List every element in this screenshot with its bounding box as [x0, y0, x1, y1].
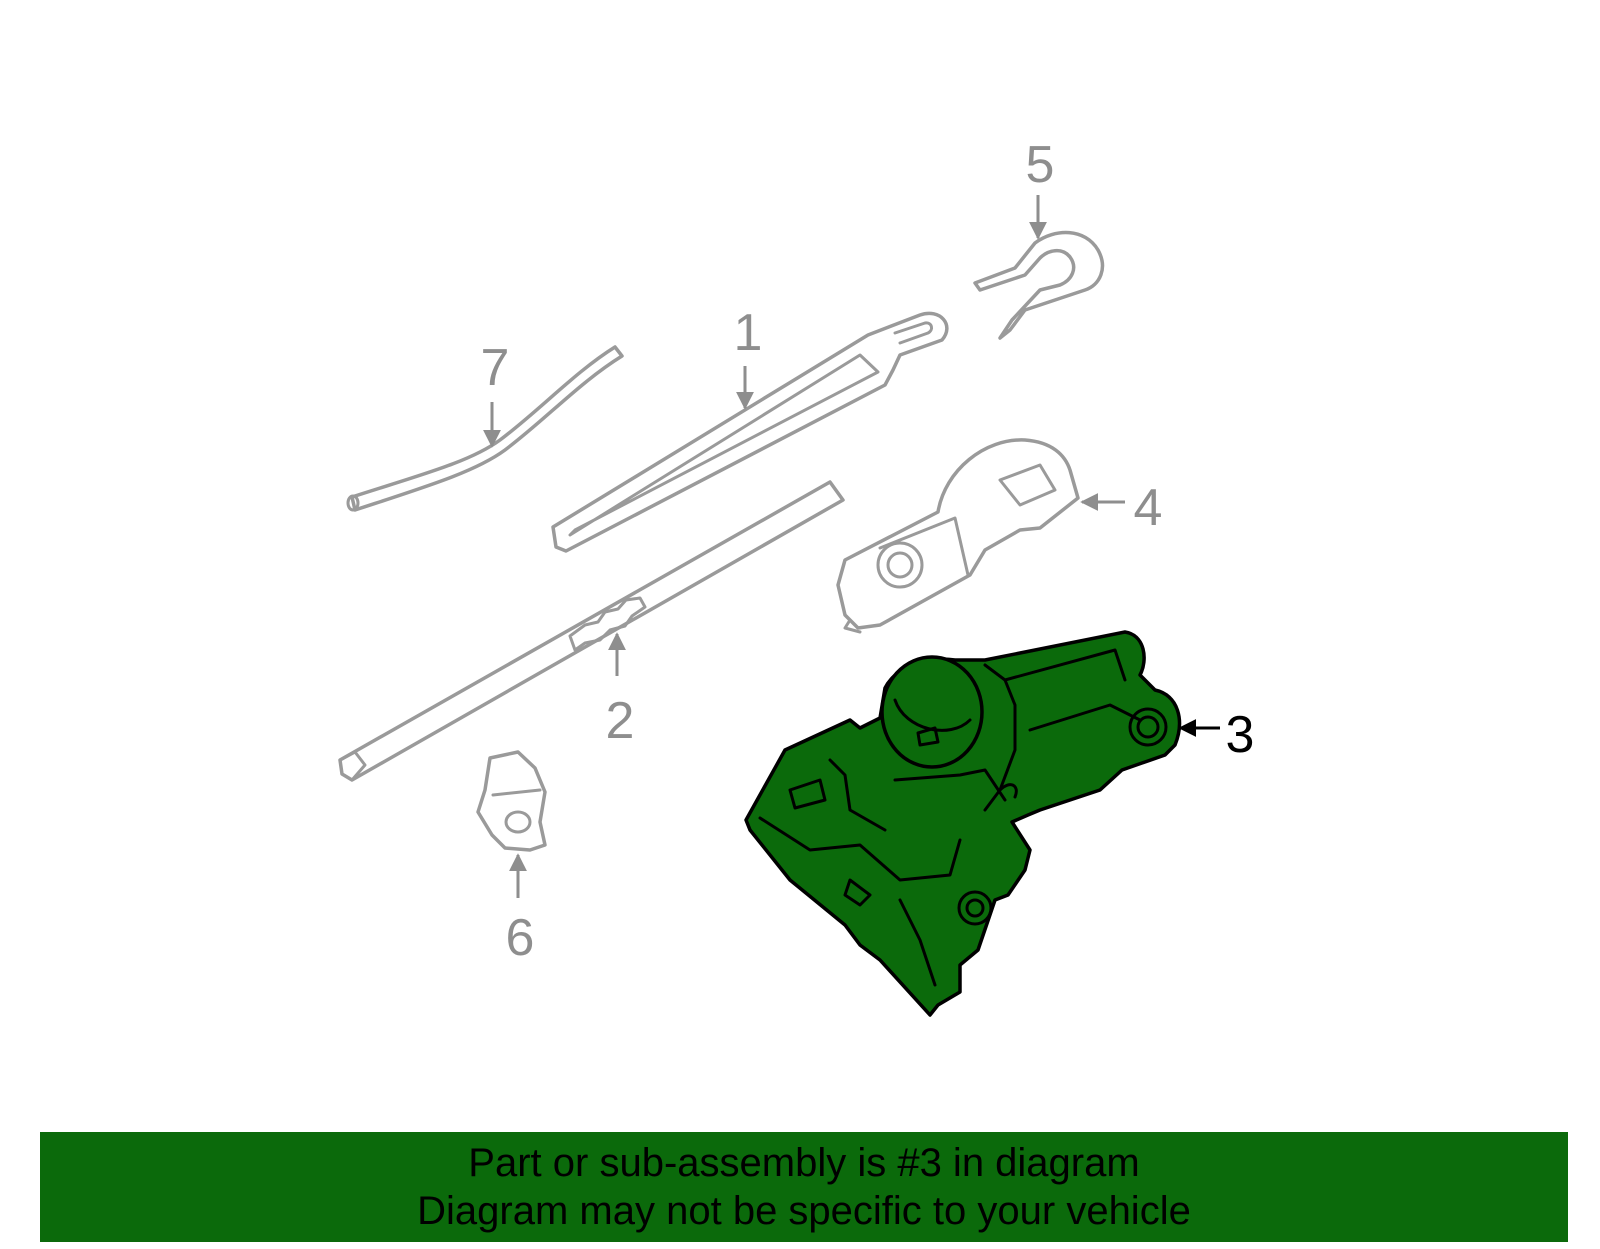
- callout-3: 3: [1178, 706, 1255, 764]
- banner-line-part-info: Part or sub-assembly is #3 in diagram: [468, 1141, 1140, 1185]
- callout-1: 1: [734, 304, 763, 410]
- part-1-wiper-arm[interactable]: [551, 311, 949, 553]
- callout-4: 4: [1080, 479, 1163, 537]
- callout-7: 7: [481, 339, 510, 448]
- callout-label-4: 4: [1134, 479, 1163, 537]
- parts-diagram: 7 1 2 4 5: [338, 136, 1255, 1017]
- part-5-cap[interactable]: [973, 230, 1105, 340]
- callout-label-5: 5: [1026, 136, 1055, 194]
- callout-label-7: 7: [481, 339, 510, 397]
- banner-line-disclaimer: Diagram may not be specific to your vehi…: [417, 1189, 1191, 1233]
- callout-label-6: 6: [506, 909, 535, 967]
- callout-label-2: 2: [606, 692, 635, 750]
- callout-5: 5: [1026, 136, 1055, 240]
- info-banner: Part or sub-assembly is #3 in diagram Di…: [40, 1132, 1568, 1242]
- callout-label-1: 1: [734, 304, 763, 362]
- callout-label-3: 3: [1226, 706, 1255, 764]
- part-7-washer-hose[interactable]: [346, 345, 624, 512]
- part-2-wiper-blade[interactable]: [338, 480, 845, 782]
- callout-2: 2: [606, 632, 635, 750]
- part-4-motor-assembly[interactable]: [836, 438, 1080, 634]
- part-3-wiper-motor-highlighted[interactable]: [744, 630, 1182, 1017]
- callout-6: 6: [506, 853, 535, 967]
- part-6-bracket[interactable]: [476, 750, 547, 852]
